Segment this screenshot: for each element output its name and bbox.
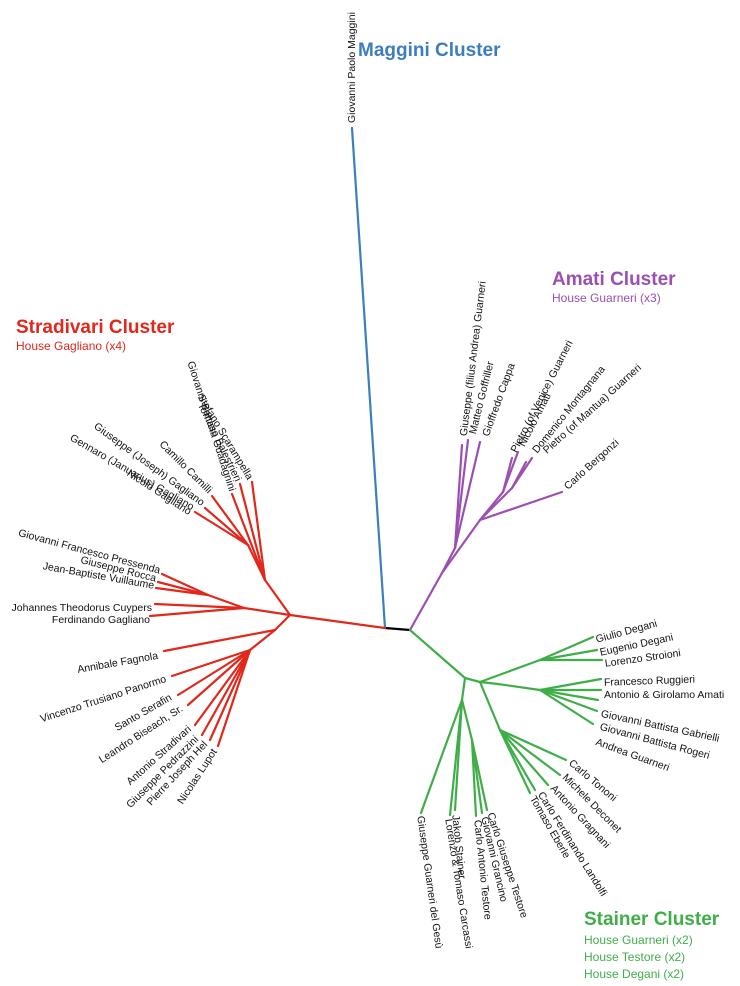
stradivari-branch-11: [206, 593, 246, 610]
stainer-branch-1: [408, 628, 467, 680]
stradivari-branch-4: [238, 482, 267, 582]
stainer-branch-27: [419, 698, 464, 815]
stradivari-branch-20: [170, 648, 252, 678]
stainer-cluster-title: Stainer Cluster: [584, 909, 720, 930]
stainer-branch-15: [498, 728, 568, 762]
stradivari-branch-7: [210, 494, 250, 547]
stradivari-branch-10: [242, 606, 292, 617]
leaf-label-vincenzo-trusiano-panormo: Vincenzo Trusiano Panormo: [39, 673, 168, 725]
stradivari-branch-16: [148, 606, 246, 618]
stradivari-branch-23: [193, 648, 252, 727]
amati-branch-9: [501, 450, 520, 494]
amati-branch-10: [478, 486, 514, 522]
stradivari-branch-3: [250, 480, 267, 582]
leaf-label-johannes-theodorus-cuypers: Johannes Theodorus Cuypers: [12, 602, 152, 614]
stainer-branch-20: [460, 676, 467, 702]
leaf-label-giovanni-paolo-maggini: Giovanni Paolo Maggini: [346, 12, 358, 123]
stradivari-branch-19: [248, 628, 277, 652]
stradivari-branch-5: [230, 492, 267, 582]
stainer-branch-5: [538, 648, 599, 662]
stradivari-branch-1: [288, 613, 387, 630]
stradivari-cluster-title: Stradivari Cluster: [16, 317, 175, 338]
stainer-branch-19: [498, 728, 532, 795]
stainer-branch-3: [478, 658, 542, 684]
amati-branch-12: [510, 456, 534, 490]
stainer-branch-13: [538, 688, 595, 726]
amati-branch-13: [478, 490, 564, 522]
root-branch-1: [383, 626, 412, 632]
maggini-branch-1: [350, 126, 387, 630]
stradivari-house-note: House Gagliano (x4): [16, 339, 126, 353]
stainer-house-note-1: House Guarneri (x2): [584, 933, 693, 947]
stainer-branch-16: [498, 728, 562, 777]
stradivari-branch-25: [208, 648, 252, 742]
stradivari-branch-22: [186, 648, 252, 707]
stainer-branch-14: [478, 680, 502, 732]
stainer-house-note-3: House Degani (x2): [584, 967, 684, 981]
leaf-label-ferdinando-gagliano: Ferdinando Gagliano: [52, 614, 150, 626]
stradivari-branch-26: [216, 648, 252, 748]
stainer-house-note-2: House Testore (x2): [584, 950, 685, 964]
leaf-label-francesco-ruggieri: Francesco Ruggieri: [604, 674, 695, 689]
stainer-branch-4: [538, 635, 595, 662]
stradivari-branch-6: [246, 543, 267, 582]
stradivari-branch-14: [154, 586, 210, 597]
stradivari-branch-15: [153, 602, 246, 610]
stainer-branch-17: [498, 728, 550, 787]
leaf-label-carlo-bergonzi: Carlo Bergonzi: [562, 437, 622, 492]
tree-edges: [148, 126, 604, 818]
amati-house-note: House Guarneri (x3): [552, 291, 661, 305]
stradivari-branch-18: [162, 628, 277, 653]
stradivari-branch-17: [273, 613, 292, 632]
stainer-branch-8: [496, 682, 542, 692]
stainer-branch-7: [478, 680, 500, 686]
stainer-branch-26: [448, 698, 464, 817]
amati-branch-5: [453, 440, 482, 550]
stainer-branch-2: [463, 676, 482, 684]
stainer-branch-9: [538, 677, 603, 692]
amati-branch-4: [453, 438, 470, 550]
maggini-cluster-title: Maggini Cluster: [358, 40, 501, 61]
stainer-branch-11: [538, 688, 600, 702]
stainer-branch-21: [460, 698, 474, 742]
leaf-label-annibale-fagnola: Annibale Fagnola: [76, 650, 159, 676]
leaf-label-antonio-girolamo-amati: Antonio & Girolamo Amati: [604, 689, 724, 701]
stradivari-branch-8: [203, 506, 250, 547]
amati-cluster-title: Amati Cluster: [552, 269, 676, 290]
stradivari-branch-24: [200, 648, 252, 737]
stradivari-branch-21: [176, 648, 252, 697]
stradivari-branch-12: [160, 572, 210, 597]
stradivari-branch-2: [263, 578, 292, 617]
amati-branch-1: [408, 571, 444, 632]
leaf-label-giuseppe-guarneri-del-gesu: Giuseppe Guarneri del Gesù: [414, 815, 445, 949]
stainer-branch-12: [538, 688, 599, 713]
stainer-branch-24: [470, 738, 478, 818]
amati-branch-6: [440, 518, 482, 575]
stradivari-branch-9: [193, 510, 250, 547]
